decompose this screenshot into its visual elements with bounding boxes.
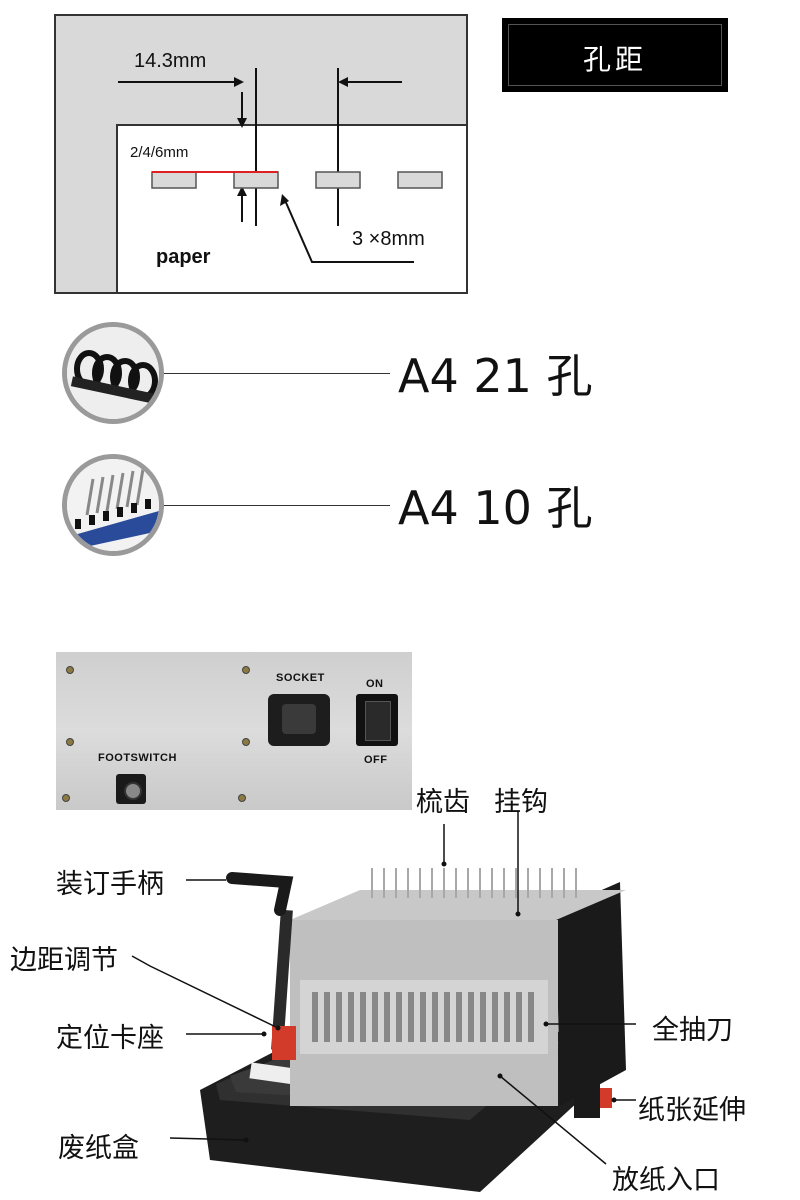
off-label: OFF	[364, 754, 388, 766]
callout-binding-handle: 装订手柄	[56, 869, 164, 900]
screw-icon	[238, 794, 246, 802]
callout-paper-inlet: 放纸入口	[612, 1165, 720, 1196]
section-title: 孔距	[582, 43, 647, 76]
margin-dimension: 2/4/6mm	[130, 144, 189, 161]
footswitch-label: FOOTSWITCH	[98, 752, 177, 764]
power-switch	[356, 694, 398, 746]
variant-leader-line	[164, 373, 390, 374]
hole-spacing-diagram: 14.3mm 2/4/6mm 3 ×8mm paper	[54, 14, 468, 294]
screw-icon	[62, 794, 70, 802]
screw-icon	[242, 666, 250, 674]
footswitch-port-icon	[116, 774, 146, 804]
paper-sheet	[116, 124, 466, 292]
pitch-dimension: 14.3mm	[134, 50, 207, 72]
callout-waste-box: 废纸盒	[58, 1133, 139, 1164]
callout-full-blades: 全抽刀	[652, 1015, 733, 1046]
socket-label: SOCKET	[276, 672, 325, 684]
comb-spine-icon	[62, 454, 164, 556]
binding-machine-illustration	[131, 812, 636, 1192]
power-socket-icon	[268, 694, 330, 746]
screw-icon	[66, 666, 74, 674]
hole-size-dimension: 3 ×8mm	[352, 228, 425, 250]
dimension-lines	[118, 68, 443, 263]
variant-label-21: A4 21 孔	[398, 349, 593, 403]
callout-hook: 挂钩	[494, 787, 548, 818]
callout-positioning-seat: 定位卡座	[56, 1023, 164, 1054]
callout-paper-extension: 纸张延伸	[638, 1095, 746, 1126]
plastic-comb-ring-icon	[62, 322, 164, 424]
screw-icon	[242, 738, 250, 746]
screw-icon	[66, 738, 74, 746]
callout-comb-teeth: 梳齿	[416, 787, 470, 818]
on-label: ON	[366, 678, 384, 690]
callout-margin-adjust: 边距调节	[10, 945, 118, 976]
variant-leader-line	[164, 505, 390, 506]
variant-label-10: A4 10 孔	[398, 481, 593, 535]
section-title-box: 孔距	[502, 18, 728, 92]
paper-label: paper	[156, 246, 211, 268]
rear-panel: SOCKET ON OFF FOOTSWITCH	[56, 652, 412, 810]
